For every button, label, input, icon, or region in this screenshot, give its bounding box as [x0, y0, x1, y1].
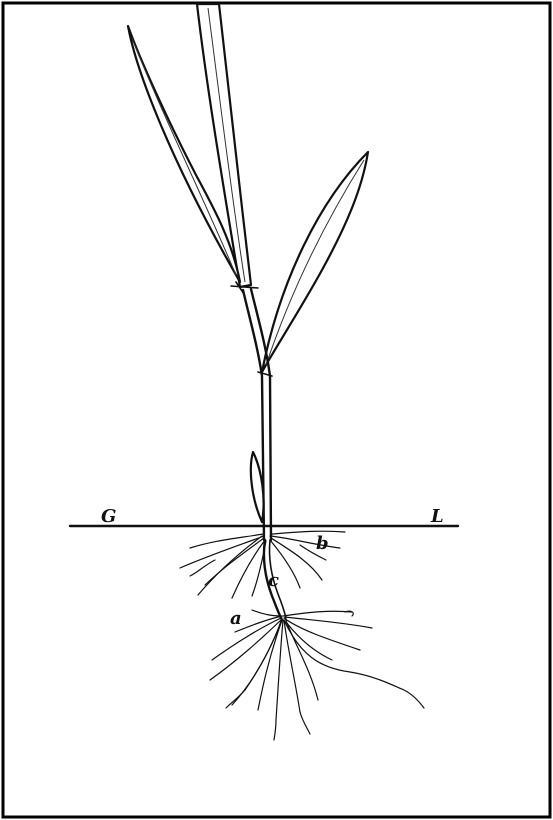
label-c: c [268, 570, 279, 591]
figure-border [3, 3, 550, 817]
label-g: G [101, 506, 116, 527]
right-leaf [262, 152, 368, 372]
label-a: a [230, 608, 242, 629]
label-b: b [316, 533, 329, 554]
label-l: L [430, 506, 444, 527]
coleoptile-sheath [251, 452, 264, 522]
seminal-roots [210, 610, 424, 740]
